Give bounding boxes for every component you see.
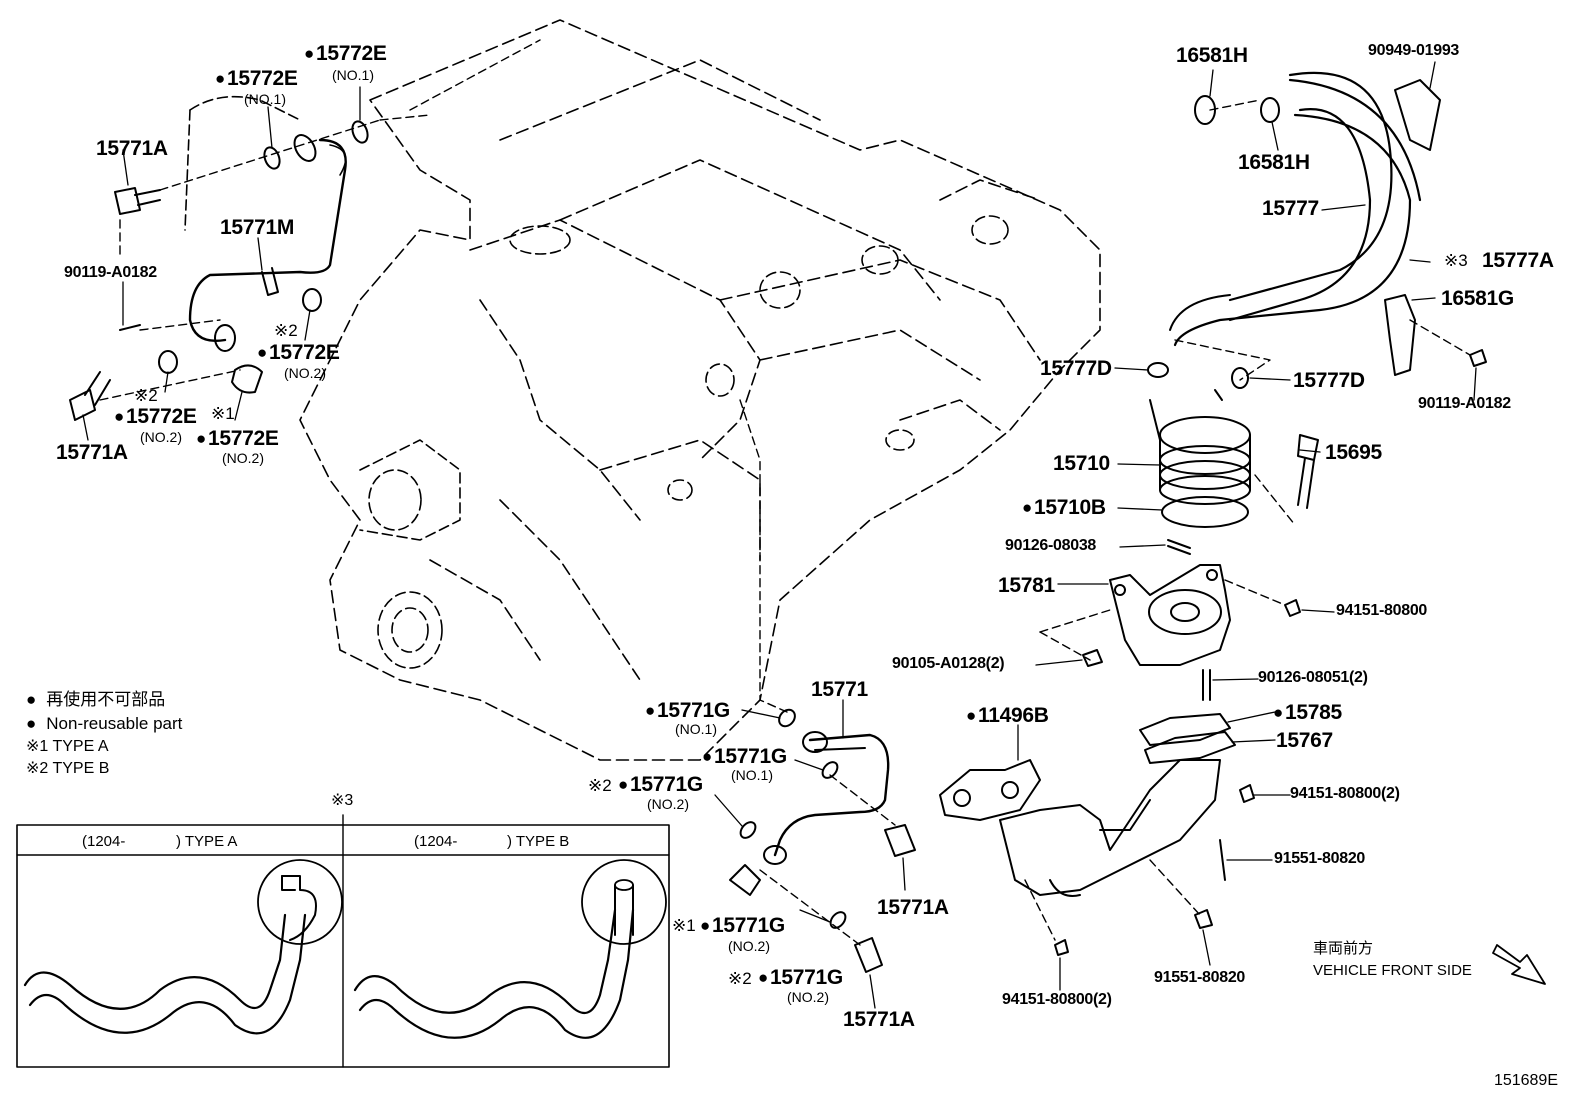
label-90119-left: 90119-A0182 <box>64 264 157 281</box>
label-91551-80820-upper: 91551-80820 <box>1274 850 1366 867</box>
legend-type-b: ※2 TYPE B <box>26 760 110 777</box>
legend-non-reusable-jp: 再使用不可部品 <box>26 688 182 712</box>
o-ring-15710B <box>1161 496 1249 528</box>
detail-left-type: ) TYPE A <box>176 833 238 850</box>
oil-cooler-15710 <box>1149 389 1251 505</box>
label-15771G-no1-b-sub: (NO.1) <box>731 767 773 783</box>
gasket-11496B <box>939 759 1041 821</box>
bracket-90949 <box>1394 79 1441 151</box>
label-15777D-a: 15777D <box>1040 357 1112 380</box>
oil-pipe-15771 <box>773 733 890 857</box>
vehicle-front-side-en: VEHICLE FRONT SIDE <box>1313 962 1472 979</box>
label-15695: 15695 <box>1325 441 1382 464</box>
vehicle-front-side: 車両前方 VEHICLE FRONT SIDE <box>1313 938 1472 982</box>
label-15777A: 15777A <box>1482 249 1554 272</box>
label-mark-3-15777A: ※3 <box>1444 251 1468 270</box>
detail-left-date: (1204- <box>82 833 126 850</box>
label-94151-80800: 94151-80800 <box>1336 602 1428 619</box>
legend-type-a: ※1 TYPE A <box>26 738 109 755</box>
gasket-15785 <box>1139 713 1231 746</box>
label-15771A-left: 15771A <box>56 441 128 464</box>
label-15772E-no1: 15772E <box>215 68 298 89</box>
oil-pipe-15771M <box>188 138 347 342</box>
label-15771G-no2-c-sub: (NO.2) <box>647 796 689 812</box>
washer-15772E-b <box>351 120 369 144</box>
label-15772E-no1-top-sub: (NO.1) <box>332 67 374 83</box>
label-90949-01993: 90949-01993 <box>1368 42 1460 59</box>
label-90105-A0128: 90105-A0128(2) <box>892 655 1005 672</box>
label-90126-08038: 90126-08038 <box>1005 537 1097 554</box>
union-bolt-15771A-b <box>69 371 111 421</box>
label-15772E-no2-left-sub: (NO.2) <box>140 429 182 445</box>
label-15771A-bottom: 15771A <box>843 1008 915 1031</box>
illustration-code: 151689E <box>1493 1072 1558 1089</box>
label-mark-2-lower: ※2 <box>134 386 158 405</box>
label-mark-2-15771G-e: ※2 <box>728 969 752 988</box>
water-pump-pulley <box>184 95 461 669</box>
bracket-15781 <box>1109 564 1231 666</box>
label-15781: 15781 <box>998 574 1055 597</box>
label-mark-1-15771G-d: ※1 <box>672 916 696 935</box>
label-94151-80800-2-right: 94151-80800(2) <box>1290 785 1400 802</box>
union-bolt-15771A-a <box>114 187 161 215</box>
label-94151-80800-2-bottom: 94151-80800(2) <box>1002 991 1112 1008</box>
label-15772E-no2-left: 15772E <box>114 406 197 427</box>
label-15771A-center: 15771A <box>877 896 949 919</box>
label-15767: 15767 <box>1276 729 1333 752</box>
label-15771G-no1-b: 15771G <box>702 746 787 767</box>
pipe-assembly <box>999 759 1221 896</box>
label-90126-08051: 90126-08051(2) <box>1258 669 1368 686</box>
clamp-16581H-b <box>1260 97 1280 123</box>
label-15772E-no2-right: 15772E <box>257 342 340 363</box>
label-15771G-no2-e: 15771G <box>758 967 843 988</box>
label-mark-1: ※1 <box>211 404 235 423</box>
washer-15772E-d <box>158 350 178 374</box>
label-16581H-b: 16581H <box>1238 151 1310 174</box>
label-15771G-no2-c: 15771G <box>618 774 703 795</box>
label-15771G-no2-e-sub: (NO.2) <box>787 989 829 1005</box>
detail-right-date: (1204- <box>414 833 458 850</box>
label-15777: 15777 <box>1262 197 1319 220</box>
label-15772E-no1-sub: (NO.1) <box>244 91 286 107</box>
detail-box-marker: ※3 <box>331 792 354 809</box>
label-90119-right: 90119-A0182 <box>1418 395 1511 412</box>
vehicle-front-side-jp: 車両前方 <box>1313 940 1374 957</box>
label-15777D-b: 15777D <box>1293 369 1365 392</box>
label-mark-2-15771G-c: ※2 <box>588 776 612 795</box>
label-15785: 15785 <box>1273 702 1342 723</box>
washer-15772E-a <box>263 146 281 170</box>
hose-15777 <box>1228 71 1393 302</box>
label-15771G-no2-d-sub: (NO.2) <box>728 938 770 954</box>
legend: 再使用不可部品 Non-reusable part ※1 TYPE A ※2 T… <box>26 688 182 780</box>
label-15772E-no2-right-sub: (NO.2) <box>284 365 326 381</box>
label-15771M: 15771M <box>220 216 295 239</box>
label-15710: 15710 <box>1053 452 1110 475</box>
washer-15772E-c <box>302 288 322 312</box>
label-91551-80820-lower: 91551-80820 <box>1154 969 1246 986</box>
label-mark-2-upper: ※2 <box>274 321 298 340</box>
union-bolt-15771A-c <box>884 824 916 857</box>
label-16581G: 16581G <box>1441 287 1514 310</box>
union-bolt-15771A-d <box>854 937 883 973</box>
vehicle-front-arrow <box>1492 944 1546 985</box>
label-16581H-a: 16581H <box>1176 44 1248 67</box>
clamp-16581H-a <box>1194 95 1216 125</box>
label-15772E-no2-center-sub: (NO.2) <box>222 450 264 466</box>
label-15772E-no2-center: 15772E <box>196 428 279 449</box>
bracket-16581G <box>1384 294 1416 376</box>
gasket-15767 <box>1144 731 1236 764</box>
label-15771A-top: 15771A <box>96 137 168 160</box>
legend-non-reusable-en: Non-reusable part <box>26 712 182 736</box>
label-15771G-no1-a-sub: (NO.1) <box>675 721 717 737</box>
bolt-15695 <box>1297 434 1319 509</box>
label-15771: 15771 <box>811 678 868 701</box>
label-15771G-no1-a: 15771G <box>645 700 730 721</box>
detail-right-type: ) TYPE B <box>507 833 570 850</box>
label-15710B: 15710B <box>1022 497 1106 518</box>
label-15771G-no2-d: 15771G <box>700 915 785 936</box>
label-15772E-no1-top: 15772E <box>304 43 387 64</box>
label-11496B: 11496B <box>966 705 1049 726</box>
